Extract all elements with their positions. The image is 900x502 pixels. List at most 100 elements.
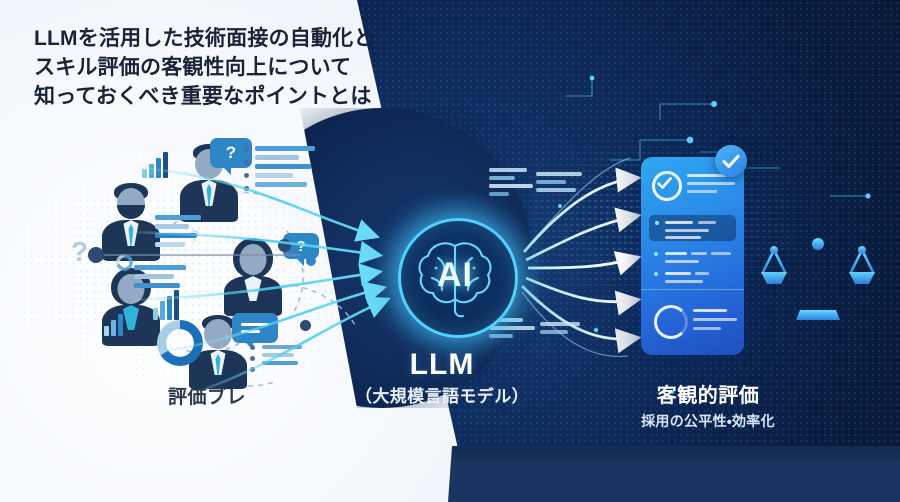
card-bullet xyxy=(654,252,658,256)
card-line xyxy=(693,327,721,330)
evaluation-report-card[interactable] xyxy=(641,157,744,355)
bar xyxy=(149,164,154,178)
code-snippet-block-top2 xyxy=(536,172,582,196)
check-icon xyxy=(657,177,672,189)
card-line xyxy=(687,174,727,177)
code-line xyxy=(536,180,566,184)
bar xyxy=(142,169,147,178)
avatar-interviewer-male-top xyxy=(178,144,240,222)
card-line xyxy=(687,190,717,193)
code-line xyxy=(489,184,533,188)
scale-pan-left xyxy=(761,272,787,284)
code-line xyxy=(536,188,576,192)
ai-node-circle xyxy=(398,218,518,338)
card-line xyxy=(665,221,693,224)
bubble-question-glyph: ? xyxy=(225,143,237,162)
avatar-beard xyxy=(117,205,145,219)
card-divider xyxy=(641,289,744,290)
connector-node-dot xyxy=(300,320,311,331)
code-line xyxy=(540,322,580,326)
check-icon xyxy=(722,154,740,168)
text-lines-block-lower xyxy=(134,265,186,292)
code-line xyxy=(489,192,509,196)
avatar-tie xyxy=(206,184,212,206)
avatar-interviewer-male-bottom xyxy=(187,315,249,389)
text-line xyxy=(262,345,302,349)
avatar-tie xyxy=(215,354,221,375)
card-line xyxy=(695,272,709,275)
bubble-line xyxy=(241,323,269,326)
text-line xyxy=(255,173,293,178)
scale-pan-right xyxy=(849,272,875,284)
text-line xyxy=(134,283,180,288)
avatar-shirt xyxy=(123,305,139,330)
headline-line-2: スキル評価の客観性向上について xyxy=(34,56,352,79)
text-line xyxy=(134,265,186,270)
card-line xyxy=(691,252,707,255)
donut-chart-left xyxy=(157,320,203,366)
bar xyxy=(156,158,161,178)
balance-scales-icon xyxy=(760,238,876,320)
page-title: LLMを活用した技術面接の自動化と スキル評価の客観性向上について 知っておくべ… xyxy=(34,24,464,111)
bullet-dot xyxy=(244,173,249,178)
center-title: LLM xyxy=(409,348,475,381)
card-line xyxy=(693,309,727,312)
bubble-question-glyph: ? xyxy=(296,237,306,255)
code-line xyxy=(489,168,527,172)
right-panel-subtitle: 採用の公平性・効率化 xyxy=(641,413,775,429)
card-line xyxy=(698,221,716,224)
avatar-head xyxy=(204,319,232,349)
text-line xyxy=(134,274,174,279)
card-bullet xyxy=(655,221,659,225)
code-snippet-block-bottom2 xyxy=(540,322,580,338)
bar-chart-bottom-left xyxy=(104,314,123,336)
bar xyxy=(160,301,165,320)
text-lines-block-right-top xyxy=(255,146,315,191)
connector-node-dot xyxy=(306,256,316,266)
text-line xyxy=(262,361,298,365)
bar xyxy=(153,308,158,320)
code-line xyxy=(540,330,568,334)
card-line xyxy=(687,182,735,185)
card-line xyxy=(665,280,703,283)
text-line xyxy=(155,215,201,220)
bar xyxy=(104,326,109,336)
bar xyxy=(163,152,168,178)
bullet-dot xyxy=(250,345,255,350)
card-line xyxy=(665,229,709,232)
bar xyxy=(111,320,116,336)
code-snippet-block-top xyxy=(489,168,533,200)
question-mark-icon: ? xyxy=(71,236,89,267)
text-line xyxy=(255,155,299,160)
text-lines-block-center xyxy=(155,215,201,251)
bar xyxy=(174,290,179,320)
ai-node-label: AI xyxy=(437,255,473,294)
bullet-dot xyxy=(244,147,249,152)
bullet-dot xyxy=(250,356,255,361)
code-line xyxy=(536,172,582,176)
card-line xyxy=(665,260,699,263)
text-line xyxy=(255,164,311,169)
avatar-interviewer-female-right xyxy=(222,238,284,316)
bar-chart-mid xyxy=(153,290,179,320)
bar xyxy=(167,296,172,320)
bar-chart-small-top xyxy=(142,152,168,178)
card-line xyxy=(665,252,687,255)
donut-chart-small xyxy=(116,254,133,271)
bottom-navy-band xyxy=(448,446,900,502)
avatar-shirt xyxy=(244,276,262,301)
card-bullet xyxy=(654,272,658,276)
headline-line-3: 知っておくべき重要なポイントとは xyxy=(34,85,372,108)
headline-line-1: LLMを活用した技術面接の自動化と xyxy=(34,27,375,50)
code-line xyxy=(489,176,515,180)
avatar-tie xyxy=(128,224,134,246)
center-subtitle: （大規模言語モデル） xyxy=(355,387,529,406)
card-donut-ring xyxy=(654,305,688,339)
left-panel-label: 評価ブレ xyxy=(168,387,247,408)
approved-check-badge xyxy=(715,145,747,177)
right-panel-title: 客観的評価 xyxy=(656,385,760,407)
card-line xyxy=(665,272,691,275)
input-origin-dot xyxy=(88,247,104,263)
